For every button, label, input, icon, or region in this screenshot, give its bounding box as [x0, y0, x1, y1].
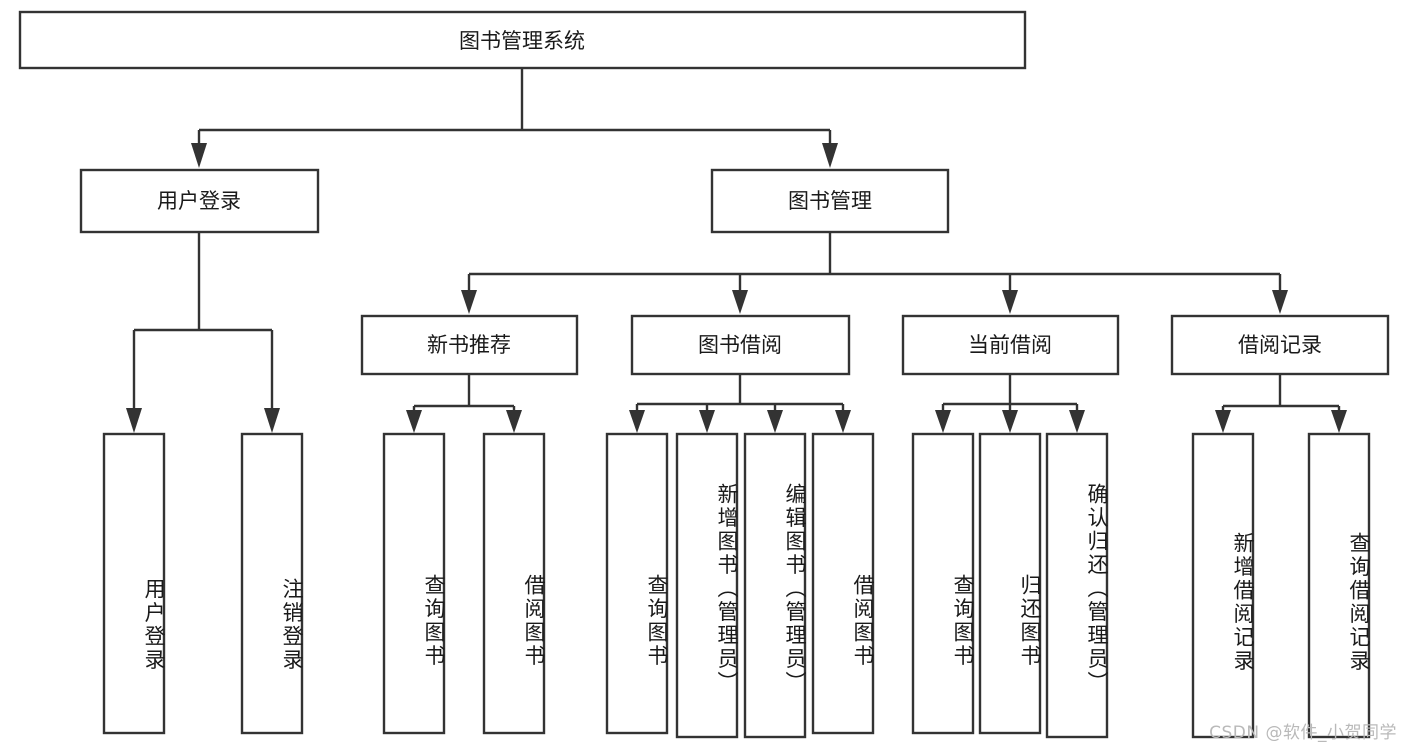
leaf-boxes-new-book-recommend: [382, 432, 546, 735]
leaf-box-user-login-1[interactable]: [102, 432, 166, 735]
connectors-current-borrow-to-leaves: [935, 374, 1085, 433]
arrow-root-to-user-login: [191, 143, 207, 168]
node-borrow-record-box[interactable]: [1170, 314, 1390, 376]
csdn-watermark: CSDN @软件_小贺同学: [1209, 723, 1397, 743]
node-borrow-record-label: 借阅记录: [1238, 333, 1322, 357]
node-book-management-box[interactable]: [710, 168, 950, 234]
connectors-borrow-record-to-leaves: [1215, 374, 1347, 433]
node-new-book-recommend-label: 新书推荐: [427, 333, 511, 357]
node-current-borrow-label: 当前借阅: [968, 333, 1052, 357]
arrow-user-login-leaf-2: [264, 408, 280, 433]
connectors-book-mgmt-to-level3: [461, 232, 1288, 314]
arrow-book-mgmt-to-record: [1272, 290, 1288, 314]
leaf-boxes-book-borrow: [605, 432, 875, 739]
arrow-book-borrow-leaf-2: [699, 410, 715, 433]
connectors-new-book-to-leaves: [406, 374, 522, 433]
node-book-management-label: 图书管理: [788, 189, 872, 213]
leaf-box-book-borrow-3[interactable]: [743, 432, 807, 739]
leaf-box-current-borrow-3[interactable]: [1045, 432, 1109, 739]
leaf-box-book-borrow-4[interactable]: [811, 432, 875, 735]
arrow-book-borrow-leaf-4: [835, 410, 851, 433]
leaf-box-current-borrow-2[interactable]: [978, 432, 1042, 735]
arrow-root-to-book-mgmt: [822, 143, 838, 168]
leaf-box-book-borrow-2[interactable]: [675, 432, 739, 739]
leaf-box-user-login-2[interactable]: [240, 432, 304, 735]
node-root-system-box[interactable]: [18, 10, 1027, 70]
arrow-book-mgmt-to-borrow: [732, 290, 748, 314]
leaf-box-current-borrow-1[interactable]: [911, 432, 975, 735]
arrow-current-borrow-leaf-2: [1002, 410, 1018, 433]
node-book-borrow-box[interactable]: [630, 314, 851, 376]
node-new-book-recommend-box[interactable]: [360, 314, 579, 376]
node-borrow-record[interactable]: 借阅记录: [1170, 314, 1390, 376]
node-user-login-label: 用户登录: [157, 189, 241, 213]
node-book-borrow[interactable]: 图书借阅: [630, 314, 851, 376]
leaf-box-borrow-record-1[interactable]: [1191, 432, 1255, 739]
arrow-borrow-record-leaf-1: [1215, 410, 1231, 433]
node-user-login[interactable]: 用户登录: [79, 168, 320, 234]
arrow-book-mgmt-to-current: [1002, 290, 1018, 314]
arrow-new-book-leaf-2: [506, 410, 522, 433]
node-current-borrow-box[interactable]: [901, 314, 1120, 376]
leaf-box-new-book-2[interactable]: [482, 432, 546, 735]
node-root-system-label: 图书管理系统: [459, 29, 585, 53]
node-new-book-recommend[interactable]: 新书推荐: [360, 314, 579, 376]
arrow-book-mgmt-to-new-book: [461, 290, 477, 314]
arrow-new-book-leaf-1: [406, 410, 422, 433]
arrow-borrow-record-leaf-2: [1331, 410, 1347, 433]
leaf-boxes-user-login: [102, 432, 304, 735]
connectors-root-to-level2: [191, 68, 838, 168]
node-user-login-box[interactable]: [79, 168, 320, 234]
arrow-current-borrow-leaf-3: [1069, 410, 1085, 433]
connectors-user-login-to-leaves: [126, 232, 280, 433]
node-book-borrow-label: 图书借阅: [698, 333, 782, 357]
leaf-box-borrow-record-2[interactable]: [1307, 432, 1371, 739]
node-root-system[interactable]: 图书管理系统: [18, 10, 1027, 70]
connectors-book-borrow-to-leaves: [629, 374, 851, 433]
leaf-box-book-borrow-1[interactable]: [605, 432, 669, 735]
arrow-user-login-leaf-1: [126, 408, 142, 433]
node-book-management[interactable]: 图书管理: [710, 168, 950, 234]
arrow-book-borrow-leaf-1: [629, 410, 645, 433]
arrow-current-borrow-leaf-1: [935, 410, 951, 433]
leaf-box-new-book-1[interactable]: [382, 432, 446, 735]
leaf-boxes-borrow-record: [1191, 432, 1371, 739]
arrow-book-borrow-leaf-3: [767, 410, 783, 433]
leaf-boxes-current-borrow: [911, 432, 1109, 739]
node-current-borrow[interactable]: 当前借阅: [901, 314, 1120, 376]
